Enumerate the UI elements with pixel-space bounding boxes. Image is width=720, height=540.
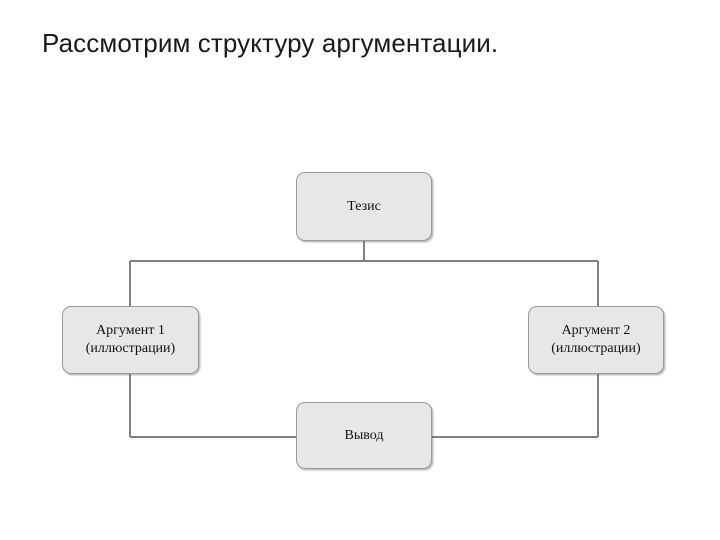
node-argument-1-label-line-2: (иллюстрации) <box>85 341 176 356</box>
node-argument-2-label-line-2: (иллюстрации) <box>551 341 641 356</box>
node-argument-2-label-line-1: Аргумент 2 <box>561 323 631 338</box>
diagram-node-argument-2[interactable]: Аргумент 2 (иллюстрации) <box>528 306 664 374</box>
node-conclusion-label-line-1: Вывод <box>344 427 384 443</box>
page-title: Рассмотрим структуру аргументации. <box>42 28 499 58</box>
diagram-node-conclusion[interactable]: Вывод <box>296 402 432 469</box>
diagram-node-argument-1[interactable]: Аргумент 1 (иллюстрации) <box>62 306 199 374</box>
node-thesis-label-line-1: Тезис <box>347 198 381 214</box>
node-argument-1-label-line-1: Аргумент 1 <box>96 323 165 338</box>
diagram-node-thesis[interactable]: Тезис <box>296 172 432 241</box>
